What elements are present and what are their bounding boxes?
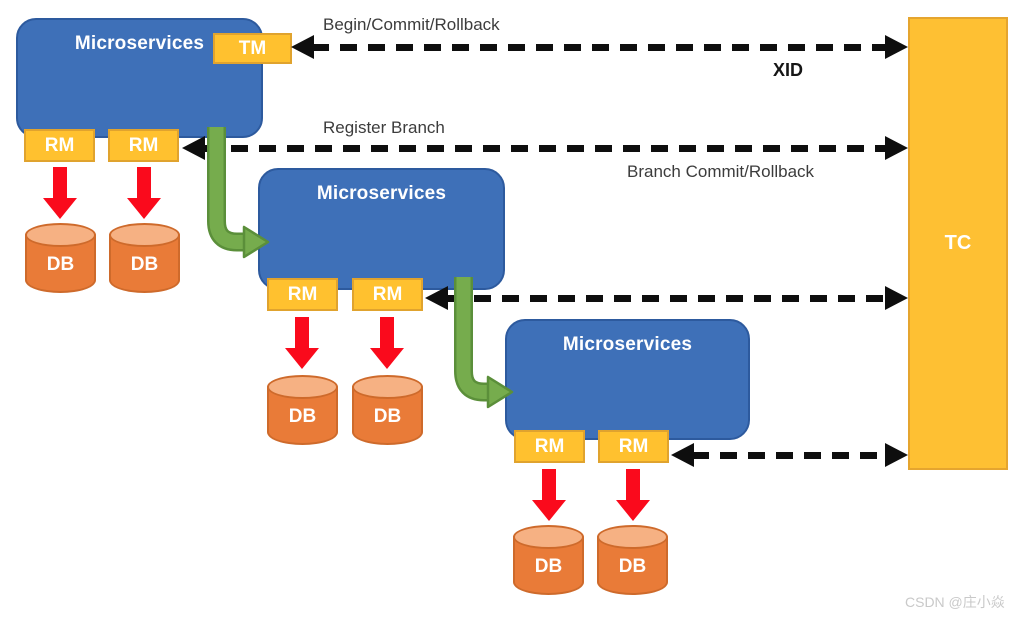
rm-box-3a: RM	[514, 430, 585, 463]
db-cylinder-2b: DB	[352, 375, 423, 445]
red-arrow-shaft	[295, 317, 309, 349]
rm-box-2b: RM	[352, 278, 423, 311]
db-label: DB	[618, 556, 647, 577]
dashed-line-register-branch	[203, 145, 888, 152]
db-top	[25, 223, 96, 247]
red-arrow-head	[370, 348, 404, 369]
dashed-arrowhead-right	[885, 286, 908, 310]
db-cylinder-1a: DB	[25, 223, 96, 293]
db-label: DB	[534, 556, 563, 577]
db-body	[352, 387, 423, 445]
dashed-arrowhead-right	[885, 443, 908, 467]
db-cylinder-3a: DB	[513, 525, 584, 595]
red-arrow-head	[532, 500, 566, 521]
db-label: DB	[288, 406, 317, 427]
red-arrow-head	[43, 198, 77, 219]
microservice-box-3: Microservices	[505, 319, 750, 440]
db-top	[513, 525, 584, 549]
message-branch-commit-rollback: Branch Commit/Rollback	[627, 162, 815, 181]
red-arrow-shaft	[380, 317, 394, 349]
db-label: DB	[46, 254, 75, 275]
red-arrow-head	[285, 348, 319, 369]
db-cylinder-3b: DB	[597, 525, 668, 595]
red-arrow-shaft	[626, 469, 640, 501]
rm-box-1a: RM	[24, 129, 95, 162]
message-register-branch: Register Branch	[323, 118, 445, 137]
dashed-arrowhead-left	[425, 286, 448, 310]
dashed-line-branch-2	[446, 295, 888, 302]
rm-box-1b: RM	[108, 129, 179, 162]
dashed-line-branch-3	[692, 452, 888, 459]
watermark: CSDN @庄小焱	[905, 594, 1005, 610]
red-arrow-shaft	[53, 167, 67, 199]
microservice-label: Microservices	[562, 334, 693, 355]
dashed-arrowhead-left	[671, 443, 694, 467]
rm-box-3b: RM	[598, 430, 669, 463]
dashed-line-begin-commit-rollback	[312, 44, 888, 51]
rm-box-2a: RM	[267, 278, 338, 311]
tc-box: TC	[908, 17, 1008, 470]
db-top	[352, 375, 423, 399]
tc-label: TC	[944, 232, 972, 254]
db-top	[597, 525, 668, 549]
red-arrow-head	[616, 500, 650, 521]
db-label: DB	[373, 406, 402, 427]
red-arrow-shaft	[542, 469, 556, 501]
microservice-box-2: Microservices	[258, 168, 505, 290]
dashed-arrowhead-left	[291, 35, 314, 59]
db-label: DB	[130, 254, 159, 275]
db-cylinder-2a: DB	[267, 375, 338, 445]
microservice-label: Microservices	[74, 33, 205, 54]
dashed-arrowhead-right	[885, 35, 908, 59]
dashed-arrowhead-left	[182, 136, 205, 160]
db-cylinder-1b: DB	[109, 223, 180, 293]
db-top	[109, 223, 180, 247]
db-top	[267, 375, 338, 399]
red-arrow-shaft	[137, 167, 151, 199]
message-xid: XID	[773, 60, 804, 80]
tm-box: TM	[213, 33, 292, 64]
microservice-label: Microservices	[316, 183, 447, 204]
red-arrow-head	[127, 198, 161, 219]
message-begin-commit-rollback: Begin/Commit/Rollback	[323, 15, 500, 34]
dashed-arrowhead-right	[885, 136, 908, 160]
